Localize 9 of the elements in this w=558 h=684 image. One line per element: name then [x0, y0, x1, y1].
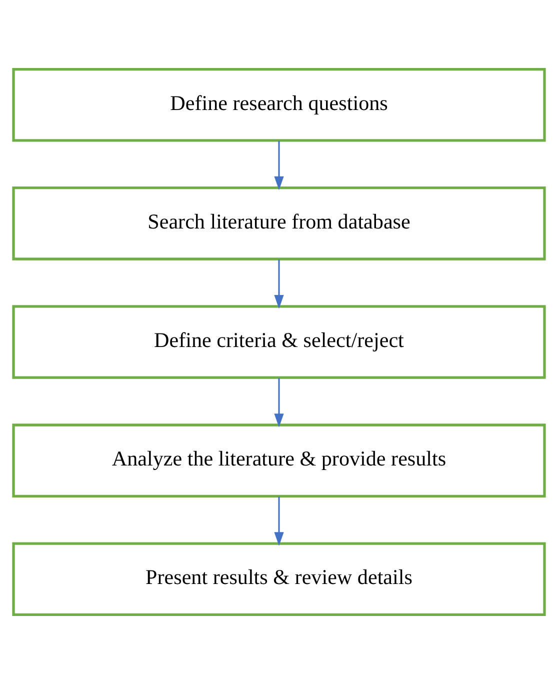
- arrow: [274, 260, 284, 309]
- node-box: Define research questions: [12, 68, 546, 142]
- node-box: Analyze the literature & provide results: [12, 424, 546, 498]
- node-box: Present results & review details: [12, 542, 546, 616]
- arrow: [274, 496, 284, 546]
- node-box: Search literature from database: [12, 186, 546, 260]
- arrow: [274, 378, 284, 428]
- arrow: [274, 140, 284, 190]
- node-box: Define criteria & select/reject: [12, 305, 546, 379]
